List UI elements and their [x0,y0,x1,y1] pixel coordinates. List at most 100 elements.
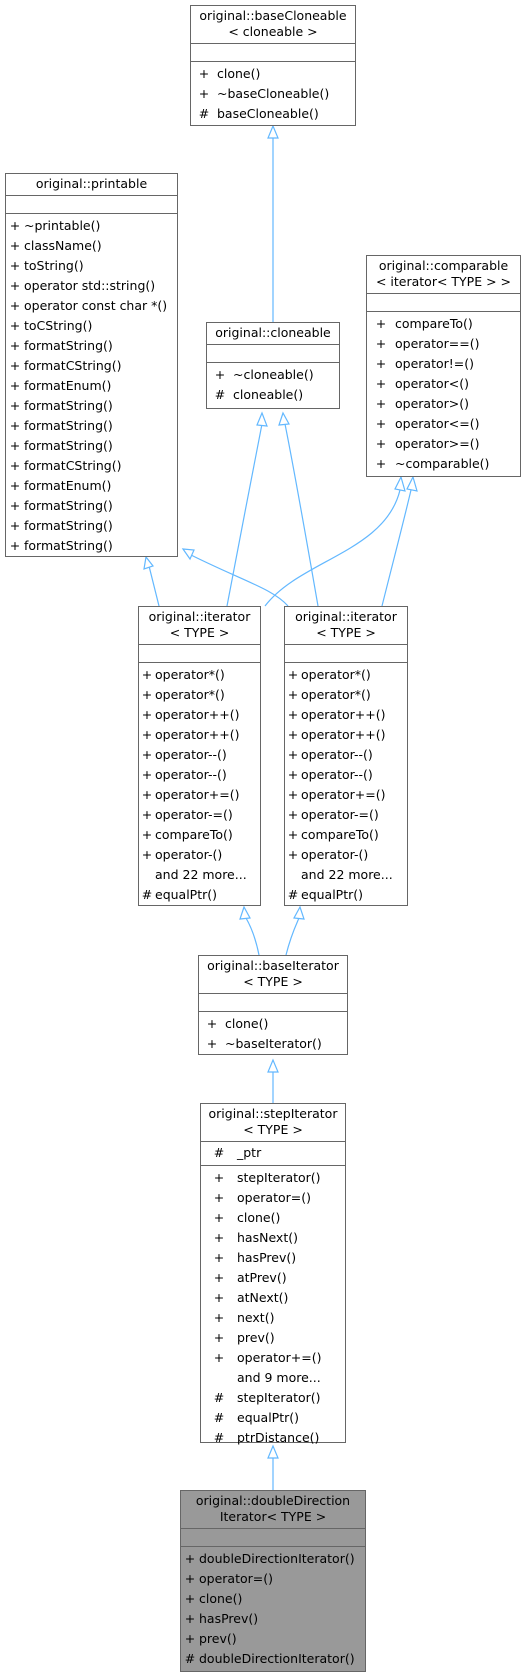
operation-name: operator+=() [237,1350,322,1365]
operation-row[interactable]: +hasPrev() [201,1248,345,1268]
class-iterator-left[interactable]: original::iterator < TYPE > +operator*()… [138,606,261,906]
operation-name: operator-=() [155,807,233,822]
operation-row[interactable]: +operator++() [285,725,407,745]
operation-row[interactable]: +operator=() [201,1188,345,1208]
operation-row[interactable]: +operator-() [285,845,407,865]
operation-row[interactable]: +clone() [199,1014,347,1034]
title-line: original::iterator [148,609,251,624]
operation-row[interactable]: +operator--() [139,765,260,785]
operation-row[interactable]: +operator-=() [139,805,260,825]
operation-row[interactable]: +clone() [191,64,355,84]
visibility-marker: # [198,106,210,121]
operation-row[interactable]: +hasPrev() [181,1609,365,1629]
operation-row[interactable]: +compareTo() [367,314,520,334]
class-baseIterator[interactable]: original::baseIterator < TYPE > +clone()… [198,955,348,1055]
operation-row[interactable]: +atPrev() [201,1268,345,1288]
operation-row[interactable]: +~cloneable() [207,365,339,385]
operation-row[interactable]: +formatString() [6,336,177,356]
operation-row[interactable]: +doubleDirectionIterator() [181,1549,365,1569]
operation-row[interactable]: +formatString() [6,396,177,416]
operation-name: operator++() [301,727,386,742]
operation-row[interactable]: +prev() [201,1328,345,1348]
operation-row[interactable]: +~printable() [6,216,177,236]
visibility-marker: + [287,807,299,822]
operation-row[interactable]: +formatString() [6,416,177,436]
operation-name: operator*() [301,667,371,682]
operation-row[interactable]: +operator+=() [285,785,407,805]
operation-row[interactable]: +stepIterator() [201,1168,345,1188]
operation-row[interactable]: +operator++() [285,705,407,725]
operation-row[interactable]: +compareTo() [139,825,260,845]
operation-name: clone() [199,1591,243,1606]
operation-row[interactable]: +operator>() [367,394,520,414]
operation-row[interactable]: +operator==() [367,334,520,354]
visibility-marker [139,865,155,885]
operation-row[interactable]: +formatString() [6,436,177,456]
operation-row[interactable]: +operator-=() [285,805,407,825]
operation-name: compareTo() [395,316,473,331]
class-baseCloneable[interactable]: original::baseCloneable < cloneable > +c… [190,5,356,126]
operation-row[interactable]: +~baseCloneable() [191,84,355,104]
operation-row[interactable]: +operator const char *() [6,296,177,316]
visibility-marker: + [213,1330,225,1345]
visibility-marker: + [287,787,299,802]
operation-row-more[interactable]: and 9 more... [201,1368,345,1388]
class-doubleDirectionIterator[interactable]: original::doubleDirection Iterator< TYPE… [180,1490,366,1672]
operation-row[interactable]: +~comparable() [367,454,520,474]
operation-row[interactable]: +hasNext() [201,1228,345,1248]
operation-row[interactable]: +operator++() [139,725,260,745]
operation-row[interactable]: #equalPtr() [285,885,407,905]
operation-row[interactable]: #baseCloneable() [191,104,355,124]
operation-row[interactable]: +toCString() [6,316,177,336]
operation-row[interactable]: +formatCString() [6,456,177,476]
class-iterator-right[interactable]: original::iterator < TYPE > +operator*()… [284,606,408,906]
operation-row[interactable]: +operator++() [139,705,260,725]
operation-row[interactable]: #stepIterator() [201,1388,345,1408]
operation-row[interactable]: +operator>=() [367,434,520,454]
operation-row[interactable]: +operator--() [285,745,407,765]
operation-row[interactable]: +next() [201,1308,345,1328]
operation-row[interactable]: #cloneable() [207,385,339,405]
operation-row[interactable]: +operator--() [285,765,407,785]
operation-row[interactable]: +formatEnum() [6,476,177,496]
operation-row[interactable]: +operator<() [367,374,520,394]
class-cloneable[interactable]: original::cloneable +~cloneable() #clone… [206,322,340,409]
operation-row[interactable]: +formatCString() [6,356,177,376]
class-printable[interactable]: original::printable +~printable() +class… [5,173,178,557]
operation-row[interactable]: +formatString() [6,536,177,556]
operation-row[interactable]: +operator*() [139,665,260,685]
class-stepIterator[interactable]: original::stepIterator < TYPE > #_ptr +s… [200,1103,346,1445]
operation-row[interactable]: +~baseIterator() [199,1034,347,1054]
operation-row[interactable]: +operator*() [139,685,260,705]
operation-row[interactable]: +formatString() [6,496,177,516]
operation-row[interactable]: +operator std::string() [6,276,177,296]
operation-row[interactable]: +formatEnum() [6,376,177,396]
operation-row-more[interactable]: and 22 more... [285,865,407,885]
operation-row[interactable]: +className() [6,236,177,256]
operation-row[interactable]: +operator=() [181,1569,365,1589]
operation-row[interactable]: +toString() [6,256,177,276]
operation-row[interactable]: +operator*() [285,685,407,705]
operation-row[interactable]: +operator<=() [367,414,520,434]
operation-row[interactable]: +prev() [181,1629,365,1649]
operation-name: operator<=() [395,416,480,431]
operation-row[interactable]: #equalPtr() [139,885,260,905]
operation-row[interactable]: #ptrDistance() [201,1428,345,1448]
operation-row[interactable]: +operator+=() [139,785,260,805]
operation-row[interactable]: +operator+=() [201,1348,345,1368]
operation-row[interactable]: +clone() [201,1208,345,1228]
operation-row[interactable]: #equalPtr() [201,1408,345,1428]
operation-row-more[interactable]: and 22 more... [139,865,260,885]
operation-row[interactable]: +atNext() [201,1288,345,1308]
operation-row[interactable]: +operator-() [139,845,260,865]
class-comparable[interactable]: original::comparable < iterator< TYPE > … [366,255,521,477]
visibility-marker: + [9,358,21,373]
attribute-row[interactable]: #_ptr [201,1143,345,1163]
operation-row[interactable]: #doubleDirectionIterator() [181,1649,365,1669]
operation-row[interactable]: +operator*() [285,665,407,685]
operation-row[interactable]: +operator!=() [367,354,520,374]
operation-row[interactable]: +operator--() [139,745,260,765]
operation-row[interactable]: +formatString() [6,516,177,536]
operation-row[interactable]: +clone() [181,1589,365,1609]
operation-row[interactable]: +compareTo() [285,825,407,845]
